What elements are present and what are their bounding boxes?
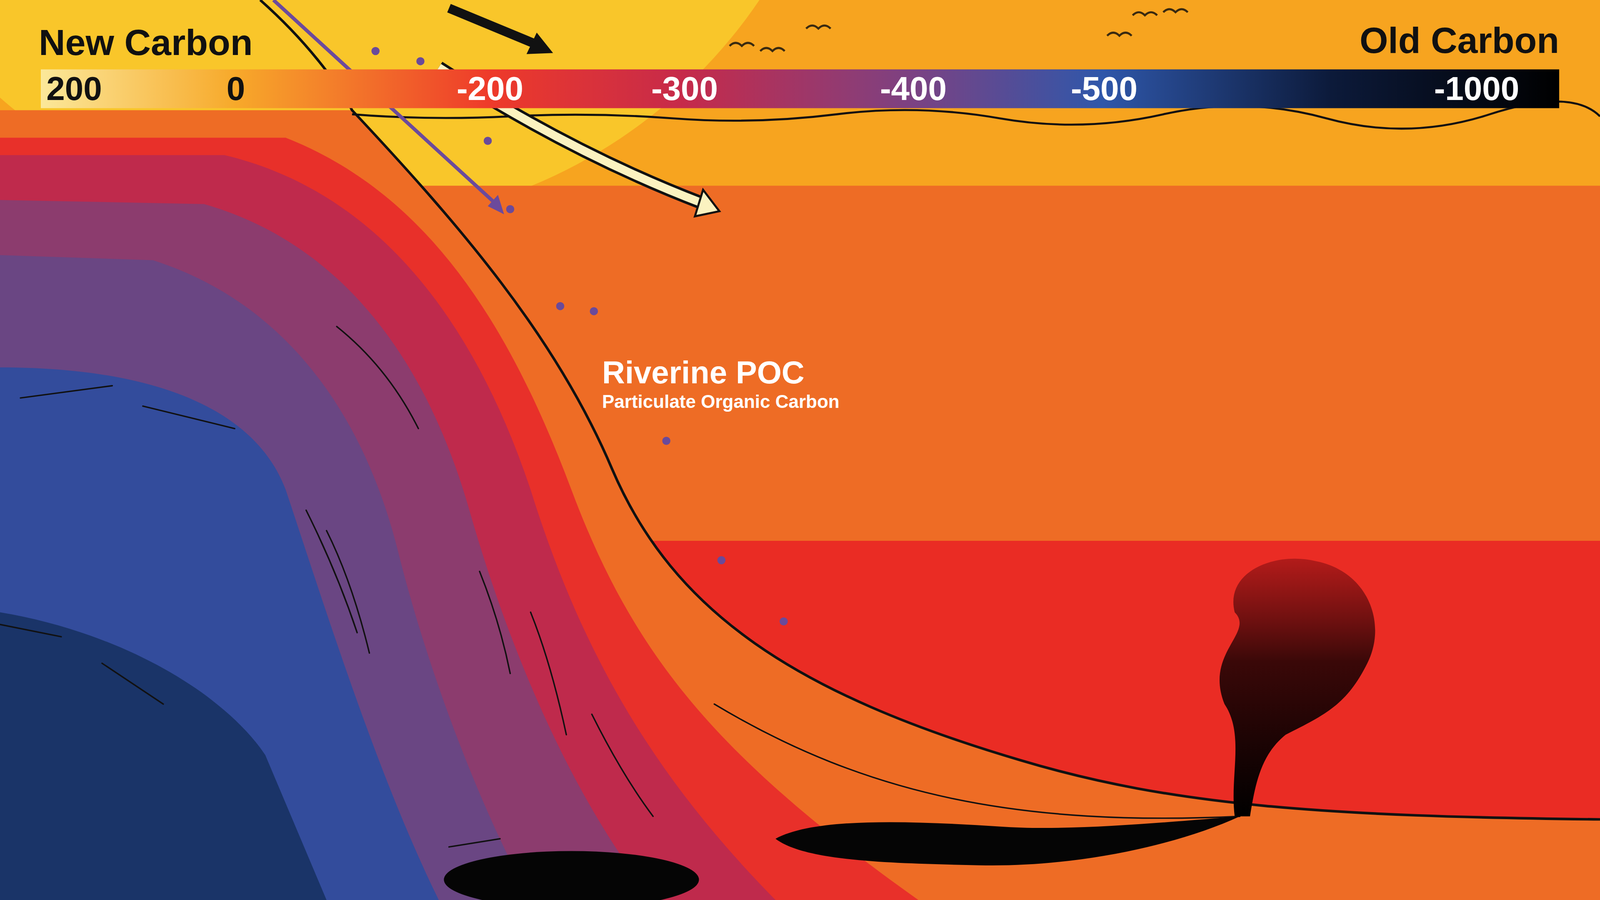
scale-value: -200 xyxy=(456,70,524,108)
seep-plume xyxy=(1219,558,1375,817)
sediment-layer xyxy=(0,255,531,900)
scale-value: 200 xyxy=(46,70,102,108)
callout-subtitle: Particulate Organic Carbon xyxy=(602,391,840,412)
callout-heading: Riverine POC xyxy=(602,355,805,390)
scale-value: 0 xyxy=(226,70,246,108)
methane-seep xyxy=(775,816,1240,866)
methane-seep xyxy=(443,850,699,900)
scale-value: -1000 xyxy=(1434,70,1520,108)
scale-value: -500 xyxy=(1070,70,1138,108)
poc-particles xyxy=(371,47,788,626)
scale-end-label: New Carbon xyxy=(38,22,253,63)
black-arrow xyxy=(449,8,554,55)
age-scale-bar xyxy=(40,69,1560,109)
seafloor-line xyxy=(260,0,1600,820)
birds xyxy=(729,9,1188,51)
scale-value: -400 xyxy=(880,70,947,108)
scale-end-label: Old Carbon xyxy=(1359,20,1560,61)
sediment-layer xyxy=(0,110,1600,900)
sediment-layer xyxy=(0,200,653,900)
sediment-layer xyxy=(0,367,439,900)
sediment-layer xyxy=(0,155,776,900)
sediment-layer xyxy=(0,137,919,900)
scale-value: -300 xyxy=(651,70,718,108)
sediment-layer xyxy=(0,612,327,900)
